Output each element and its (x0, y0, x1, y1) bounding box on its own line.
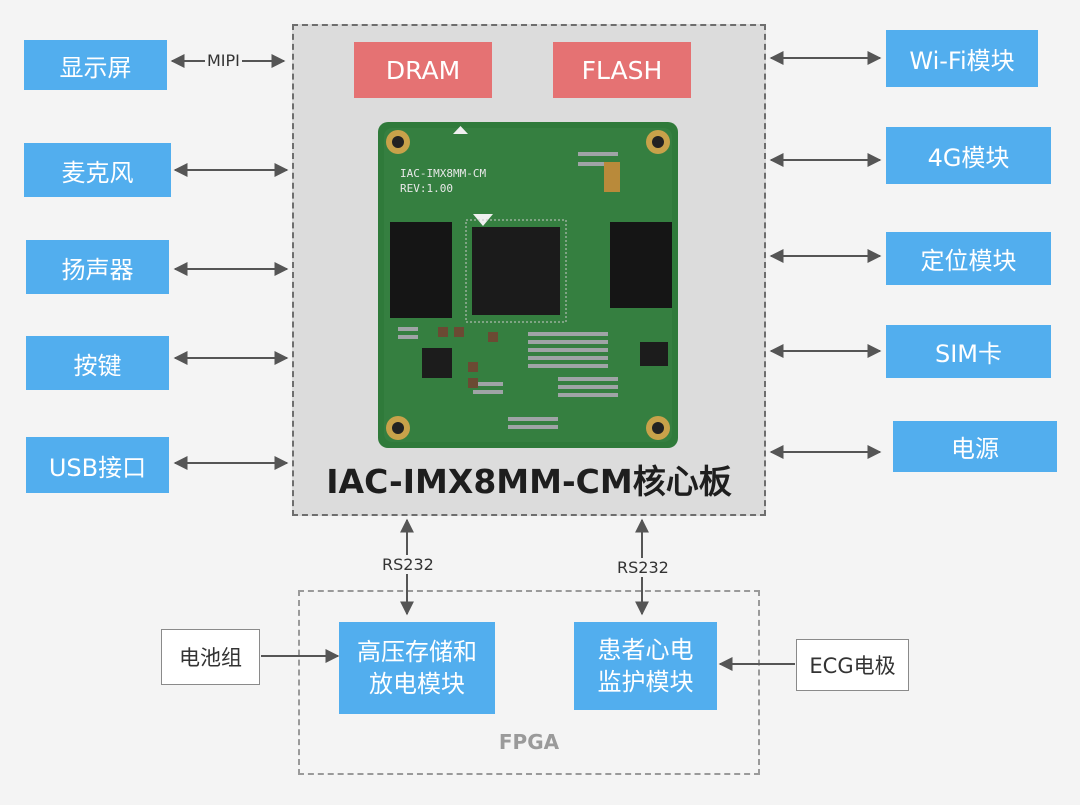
ecg-module-line2: 监护模块 (597, 668, 694, 696)
core-board-title: IAC-IMX8MM-CM核心板 (326, 462, 732, 501)
wifi-module: Wi-Fi模块 (886, 30, 1038, 87)
battery-label: 电池组 (179, 646, 242, 670)
fpga-label: FPGA (498, 730, 560, 754)
board-model-text: IAC-IMX8MM-CM (400, 167, 486, 180)
dram-label: DRAM (385, 55, 461, 85)
hv-storage-discharge-module: 高压存储和 放电模块 (339, 622, 495, 714)
hv-module-line1: 高压存储和 (357, 637, 477, 666)
sim-module: SIM卡 (886, 325, 1051, 378)
microphone-module: 麦克风 (24, 143, 171, 197)
usb-module: USB接口 (26, 437, 169, 493)
power-label: 电源 (951, 435, 999, 463)
4g-label: 4G模块 (927, 144, 1010, 172)
dram-block: DRAM (354, 42, 492, 98)
sim-label: SIM卡 (934, 340, 1003, 368)
gps-label: 定位模块 (920, 247, 1017, 275)
battery-pack: 电池组 (161, 629, 260, 685)
ecg-module-line1: 患者心电 (597, 635, 694, 664)
hv-module-line2: 放电模块 (369, 670, 465, 698)
display-module: 显示屏 (24, 40, 167, 90)
ecg-electrode-label: ECG电极 (809, 654, 896, 678)
core-board-image: IAC-IMX8MM-CM REV:1.00 (378, 122, 678, 448)
button-label: 按键 (73, 351, 122, 380)
rs232-left-label: RS232 (380, 555, 436, 574)
microphone-label: 麦克风 (61, 158, 134, 187)
ecg-electrode: ECG电极 (796, 639, 909, 691)
button-module: 按键 (26, 336, 169, 390)
flash-block: FLASH (553, 42, 691, 98)
speaker-label: 扬声器 (61, 255, 134, 284)
speaker-module: 扬声器 (26, 240, 169, 294)
power-module: 电源 (893, 421, 1057, 472)
mipi-label: MIPI (205, 51, 242, 70)
fpga-container (298, 590, 760, 775)
usb-label: USB接口 (48, 453, 147, 482)
wifi-label: Wi-Fi模块 (909, 47, 1015, 75)
display-label: 显示屏 (59, 53, 132, 82)
ecg-monitor-module: 患者心电 监护模块 (574, 622, 717, 710)
board-rev-text: REV:1.00 (400, 182, 453, 195)
rs232-right-label: RS232 (615, 558, 671, 577)
gps-module: 定位模块 (886, 232, 1051, 285)
flash-label: FLASH (581, 55, 663, 85)
4g-module: 4G模块 (886, 127, 1051, 184)
